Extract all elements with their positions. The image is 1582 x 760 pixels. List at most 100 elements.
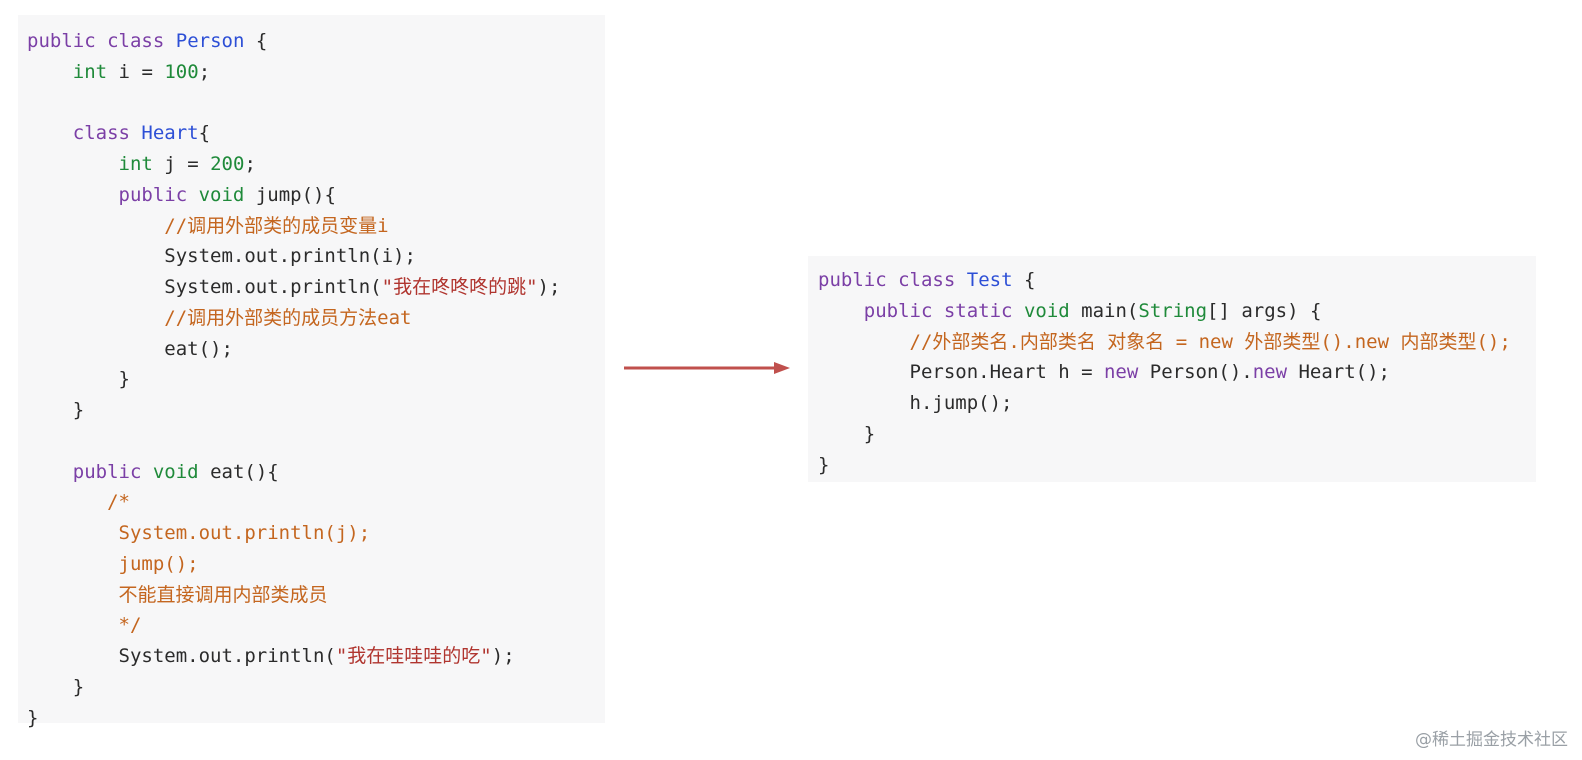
class-name: Person xyxy=(175,30,245,52)
type-keyword: int xyxy=(72,60,108,83)
method-signature: jump(){ xyxy=(255,183,336,206)
operator: = xyxy=(141,60,153,83)
statement-end: ); xyxy=(537,276,561,298)
code-line: h.jump(); xyxy=(808,388,1536,419)
number: 100 xyxy=(164,60,199,83)
type-keyword: int xyxy=(118,153,153,175)
comment: /* xyxy=(107,491,130,514)
comment: jump(); xyxy=(118,552,199,575)
brace: { xyxy=(1023,269,1036,291)
comment: new xyxy=(1198,330,1233,353)
keyword: class xyxy=(107,30,165,52)
code-line: } xyxy=(18,364,605,395)
statement: System.out.println(i); xyxy=(164,245,416,268)
watermark: @稀土掘金技术社区 xyxy=(1415,730,1568,750)
class-name: Heart xyxy=(141,122,199,145)
statement: System.out.println( xyxy=(164,276,382,298)
string-literal: "我在哇哇哇的吃" xyxy=(335,645,492,667)
statement: Person(). xyxy=(1138,361,1253,384)
code-line: public static void main(String[] args) { xyxy=(808,296,1536,327)
semicolon: ; xyxy=(244,153,256,175)
type-keyword: void xyxy=(1023,299,1070,322)
comment: */ xyxy=(118,614,142,637)
code-line: System.out.println("我在咚咚咚的跳"); xyxy=(18,272,605,303)
code-line: System.out.println(j); xyxy=(18,518,605,549)
code-line: Person.Heart h = new Person().new Heart(… xyxy=(808,357,1536,388)
code-line: } xyxy=(808,419,1536,450)
code-line: int i = 100; xyxy=(18,57,605,88)
code-line: System.out.println(i); xyxy=(18,241,605,272)
code-line: //调用外部类的成员变量i xyxy=(18,211,605,242)
code-line: */ xyxy=(18,610,605,641)
code-line: public class Test { xyxy=(808,265,1536,296)
code-block-test-class: public class Test { public static void m… xyxy=(808,256,1536,482)
code-line: } xyxy=(18,395,605,426)
comment: //调用外部类的成员方法eat xyxy=(164,306,412,329)
keyword: public xyxy=(27,30,96,52)
comment: //外部类名.内部类名 对象名 = xyxy=(909,330,1199,353)
brace: } xyxy=(818,453,830,476)
statement: Person.Heart h = xyxy=(909,361,1104,384)
code-line: eat(); xyxy=(18,334,605,365)
statement: eat(); xyxy=(164,337,233,360)
number: 200 xyxy=(210,153,245,175)
keyword: class xyxy=(72,122,130,145)
code-line: public class Person { xyxy=(18,26,605,57)
right-arrow-icon xyxy=(624,362,790,374)
arrow-head xyxy=(774,362,790,374)
code-line: int j = 200; xyxy=(18,149,605,180)
comment: //调用外部类的成员变量i xyxy=(164,214,389,237)
semicolon: ; xyxy=(198,60,211,83)
comment: new xyxy=(1354,330,1390,353)
keyword: new xyxy=(1252,361,1288,384)
keyword: class xyxy=(898,269,956,291)
type-keyword: void xyxy=(198,183,245,206)
keyword: public xyxy=(863,299,933,322)
code-line: } xyxy=(18,672,605,703)
code-line: System.out.println("我在哇哇哇的吃"); xyxy=(18,641,605,672)
code-line: class Heart{ xyxy=(18,118,605,149)
brace: } xyxy=(27,706,39,729)
statement-end: ); xyxy=(491,645,515,667)
statement: Heart(); xyxy=(1287,361,1390,384)
type-name: String xyxy=(1138,299,1208,322)
statement: h.jump(); xyxy=(909,392,1013,414)
code-line: /* xyxy=(18,487,605,518)
brace: } xyxy=(118,368,130,391)
brace: { xyxy=(255,30,268,52)
code-line: //外部类名.内部类名 对象名 = new 外部类型().new 内部类型(); xyxy=(808,327,1536,358)
comment: 不能直接调用内部类成员 xyxy=(118,583,328,606)
comment: 外部类型(). xyxy=(1232,330,1355,353)
code-line: jump(); xyxy=(18,549,605,580)
keyword: public xyxy=(72,460,142,483)
type-keyword: void xyxy=(152,460,199,483)
keyword: static xyxy=(943,299,1013,322)
code-line: public void jump(){ xyxy=(18,180,605,211)
statement: System.out.println( xyxy=(118,645,336,667)
keyword: public xyxy=(818,269,887,291)
string-literal: "我在咚咚咚的跳" xyxy=(381,276,538,298)
method-name: main( xyxy=(1081,299,1139,322)
comment: System.out.println(j); xyxy=(118,522,371,544)
brace: { xyxy=(198,122,211,145)
brace: } xyxy=(72,399,85,421)
code-line: //调用外部类的成员方法eat xyxy=(18,303,605,334)
brace: } xyxy=(72,675,85,698)
code-line: } xyxy=(808,450,1536,481)
blank-line xyxy=(18,88,605,119)
comment: 内部类型(); xyxy=(1389,330,1511,353)
code-line: } xyxy=(18,703,605,734)
keyword: new xyxy=(1103,361,1139,384)
method-params: [] args) { xyxy=(1207,299,1322,322)
method-signature: eat(){ xyxy=(210,460,279,483)
code-line: public void eat(){ xyxy=(18,457,605,488)
operator: = xyxy=(187,153,199,175)
keyword: public xyxy=(118,183,188,206)
class-name: Test xyxy=(966,269,1013,291)
identifier: i xyxy=(118,60,130,83)
brace: } xyxy=(863,422,876,445)
identifier: j xyxy=(164,153,176,175)
code-line: 不能直接调用内部类成员 xyxy=(18,580,605,611)
code-block-person-class: public class Person { int i = 100; class… xyxy=(18,15,605,729)
blank-line xyxy=(18,426,605,457)
